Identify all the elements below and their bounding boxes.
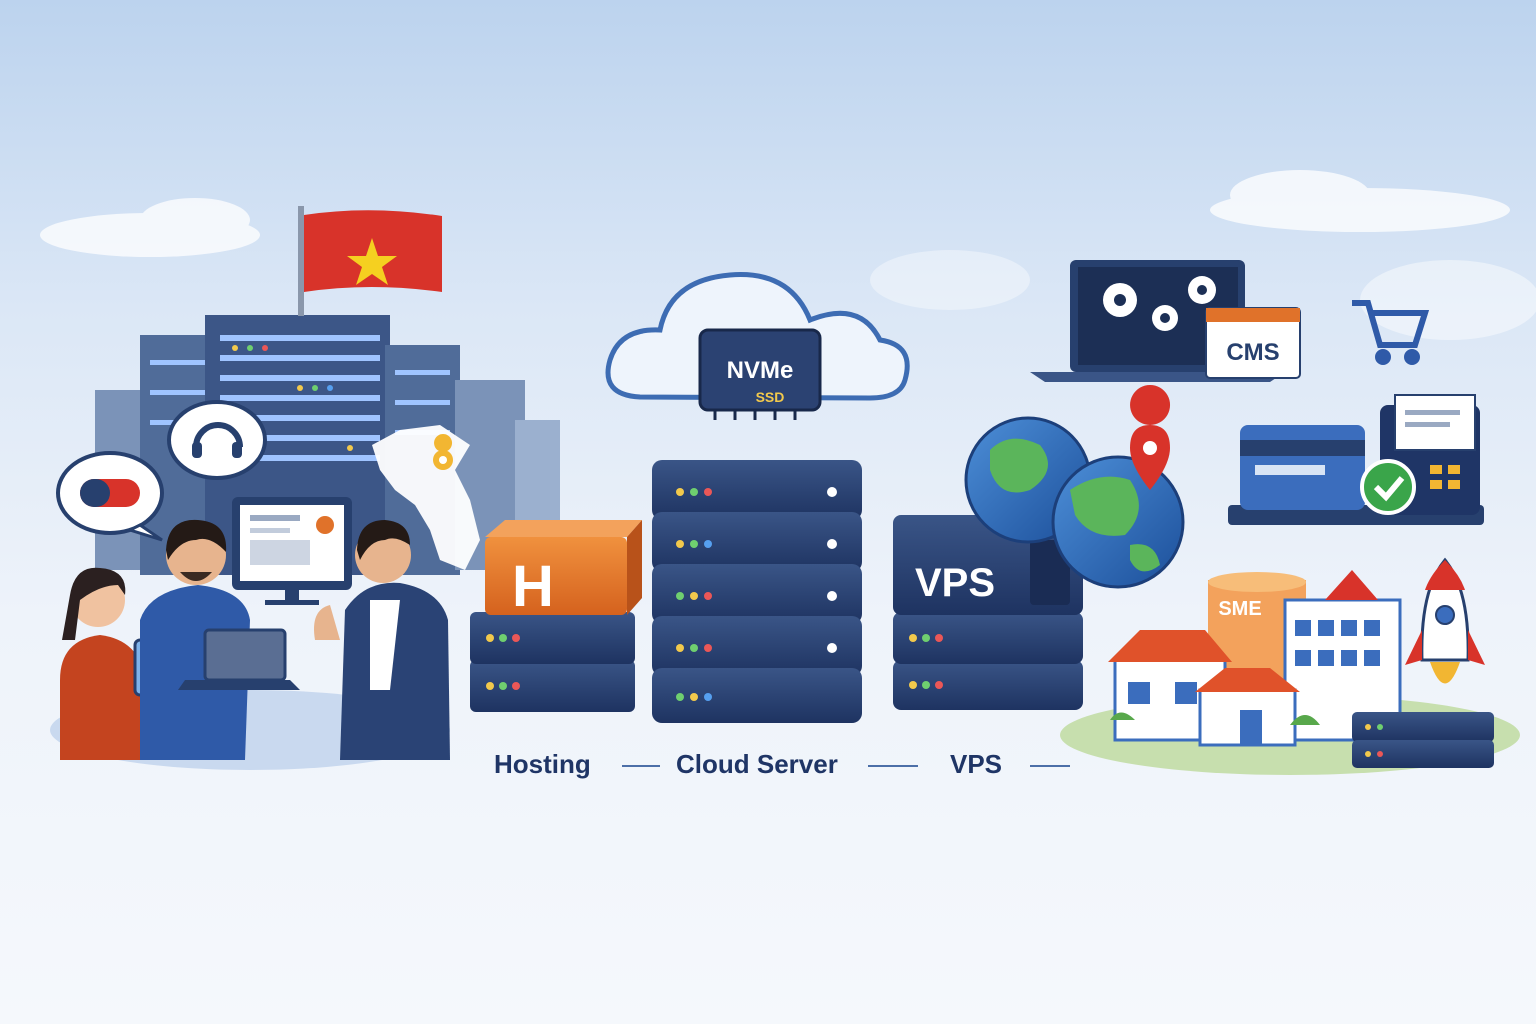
label-hosting: Hosting bbox=[494, 749, 591, 779]
map-pin-icon bbox=[372, 425, 480, 570]
background-clouds bbox=[40, 170, 1536, 340]
payment-terminal-icon bbox=[1228, 394, 1484, 525]
vps-badge-label: VPS bbox=[915, 561, 995, 605]
chat-bubble-icon bbox=[56, 451, 164, 542]
nvme-label: NVMe bbox=[727, 357, 794, 384]
cms-window-icon: CMS bbox=[1205, 307, 1301, 379]
vps-server-stack: VPS bbox=[893, 515, 1083, 710]
label-divider bbox=[622, 765, 660, 767]
hosting-server-stack: H bbox=[470, 520, 642, 712]
vietnam-flag-icon bbox=[298, 206, 442, 316]
label-vps: VPS bbox=[950, 749, 1003, 779]
team-people bbox=[60, 519, 450, 760]
globe-icon bbox=[964, 385, 1185, 589]
rocket-icon bbox=[1405, 557, 1485, 684]
label-cloud-server: Cloud Server bbox=[676, 749, 838, 779]
ssd-label: SSD bbox=[756, 389, 785, 405]
sme-label: SME bbox=[1218, 598, 1261, 620]
label-divider bbox=[1030, 765, 1070, 767]
small-server-icon bbox=[1352, 712, 1494, 768]
server-rack-icon bbox=[652, 460, 862, 723]
chip-icon: NVMe SSD bbox=[698, 328, 822, 420]
hosting-badge-letter: H bbox=[512, 554, 554, 619]
cart-icon bbox=[1352, 300, 1430, 365]
checkmark-icon bbox=[1360, 459, 1416, 515]
label-divider bbox=[868, 765, 918, 767]
headset-icon bbox=[167, 400, 267, 480]
monitor-icon bbox=[232, 497, 352, 605]
building-icon: SME bbox=[1108, 570, 1402, 747]
cms-label: CMS bbox=[1226, 339, 1279, 366]
